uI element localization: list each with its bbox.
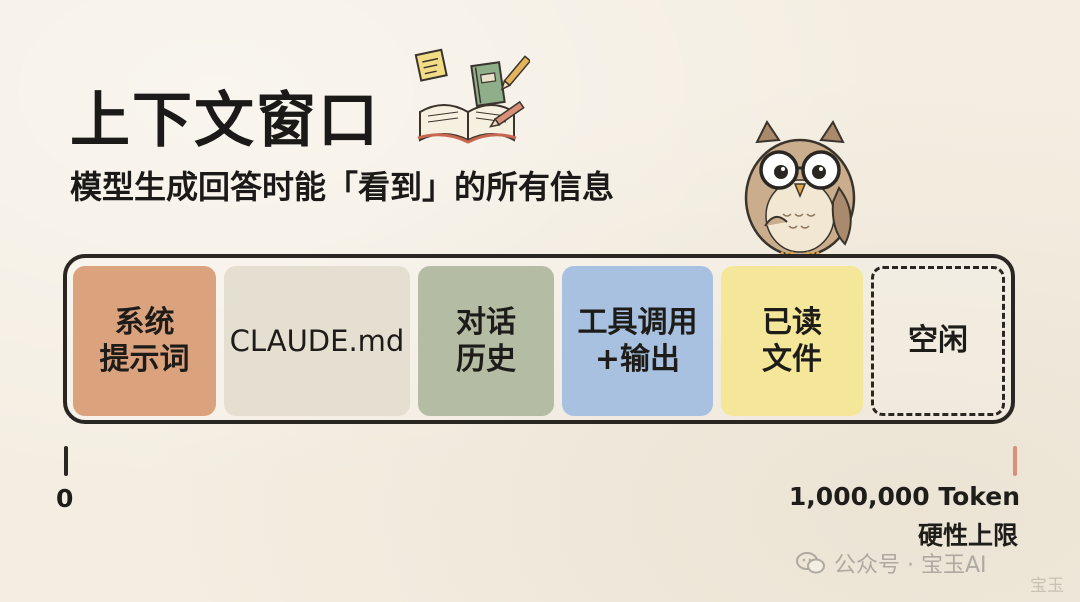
segment-tool-calls: 工具调用 +输出: [562, 266, 713, 416]
axis-end-tick: [1013, 446, 1017, 476]
segment-label: 系统 提示词: [99, 304, 190, 378]
segment-claude-md: CLAUDE.md: [224, 266, 410, 416]
owl-icon: [744, 120, 856, 258]
axis-end-label: 1,000,000 Token: [788, 482, 1020, 511]
watermark-text: 公众号 · 宝玉AI: [834, 553, 987, 578]
segment-label: 已读 文件: [762, 304, 822, 378]
segment-label: 工具调用 +输出: [577, 304, 698, 378]
axis-start-label: 0: [56, 484, 74, 513]
segment-label: CLAUDE.md: [229, 323, 405, 358]
segment-free-space: 空闲: [871, 266, 1005, 416]
page-subtitle: 模型生成回答时能「看到」的所有信息: [70, 168, 615, 206]
books-icon: [414, 48, 530, 144]
corner-watermark: 宝玉: [1030, 576, 1064, 596]
wechat-icon: [796, 552, 825, 574]
segment-system-prompt: 系统 提示词: [73, 266, 216, 416]
axis-end-note: 硬性上限: [917, 521, 1018, 550]
page-title: 上下文窗口: [70, 86, 380, 156]
segment-label: 对话 历史: [456, 304, 516, 378]
segment-conversation-history: 对话 历史: [418, 266, 554, 416]
segment-read-files: 已读 文件: [721, 266, 863, 416]
segment-label: 空闲: [908, 323, 968, 359]
axis-start-tick: [64, 446, 68, 476]
watermark: 公众号 · 宝玉AI: [796, 547, 987, 579]
